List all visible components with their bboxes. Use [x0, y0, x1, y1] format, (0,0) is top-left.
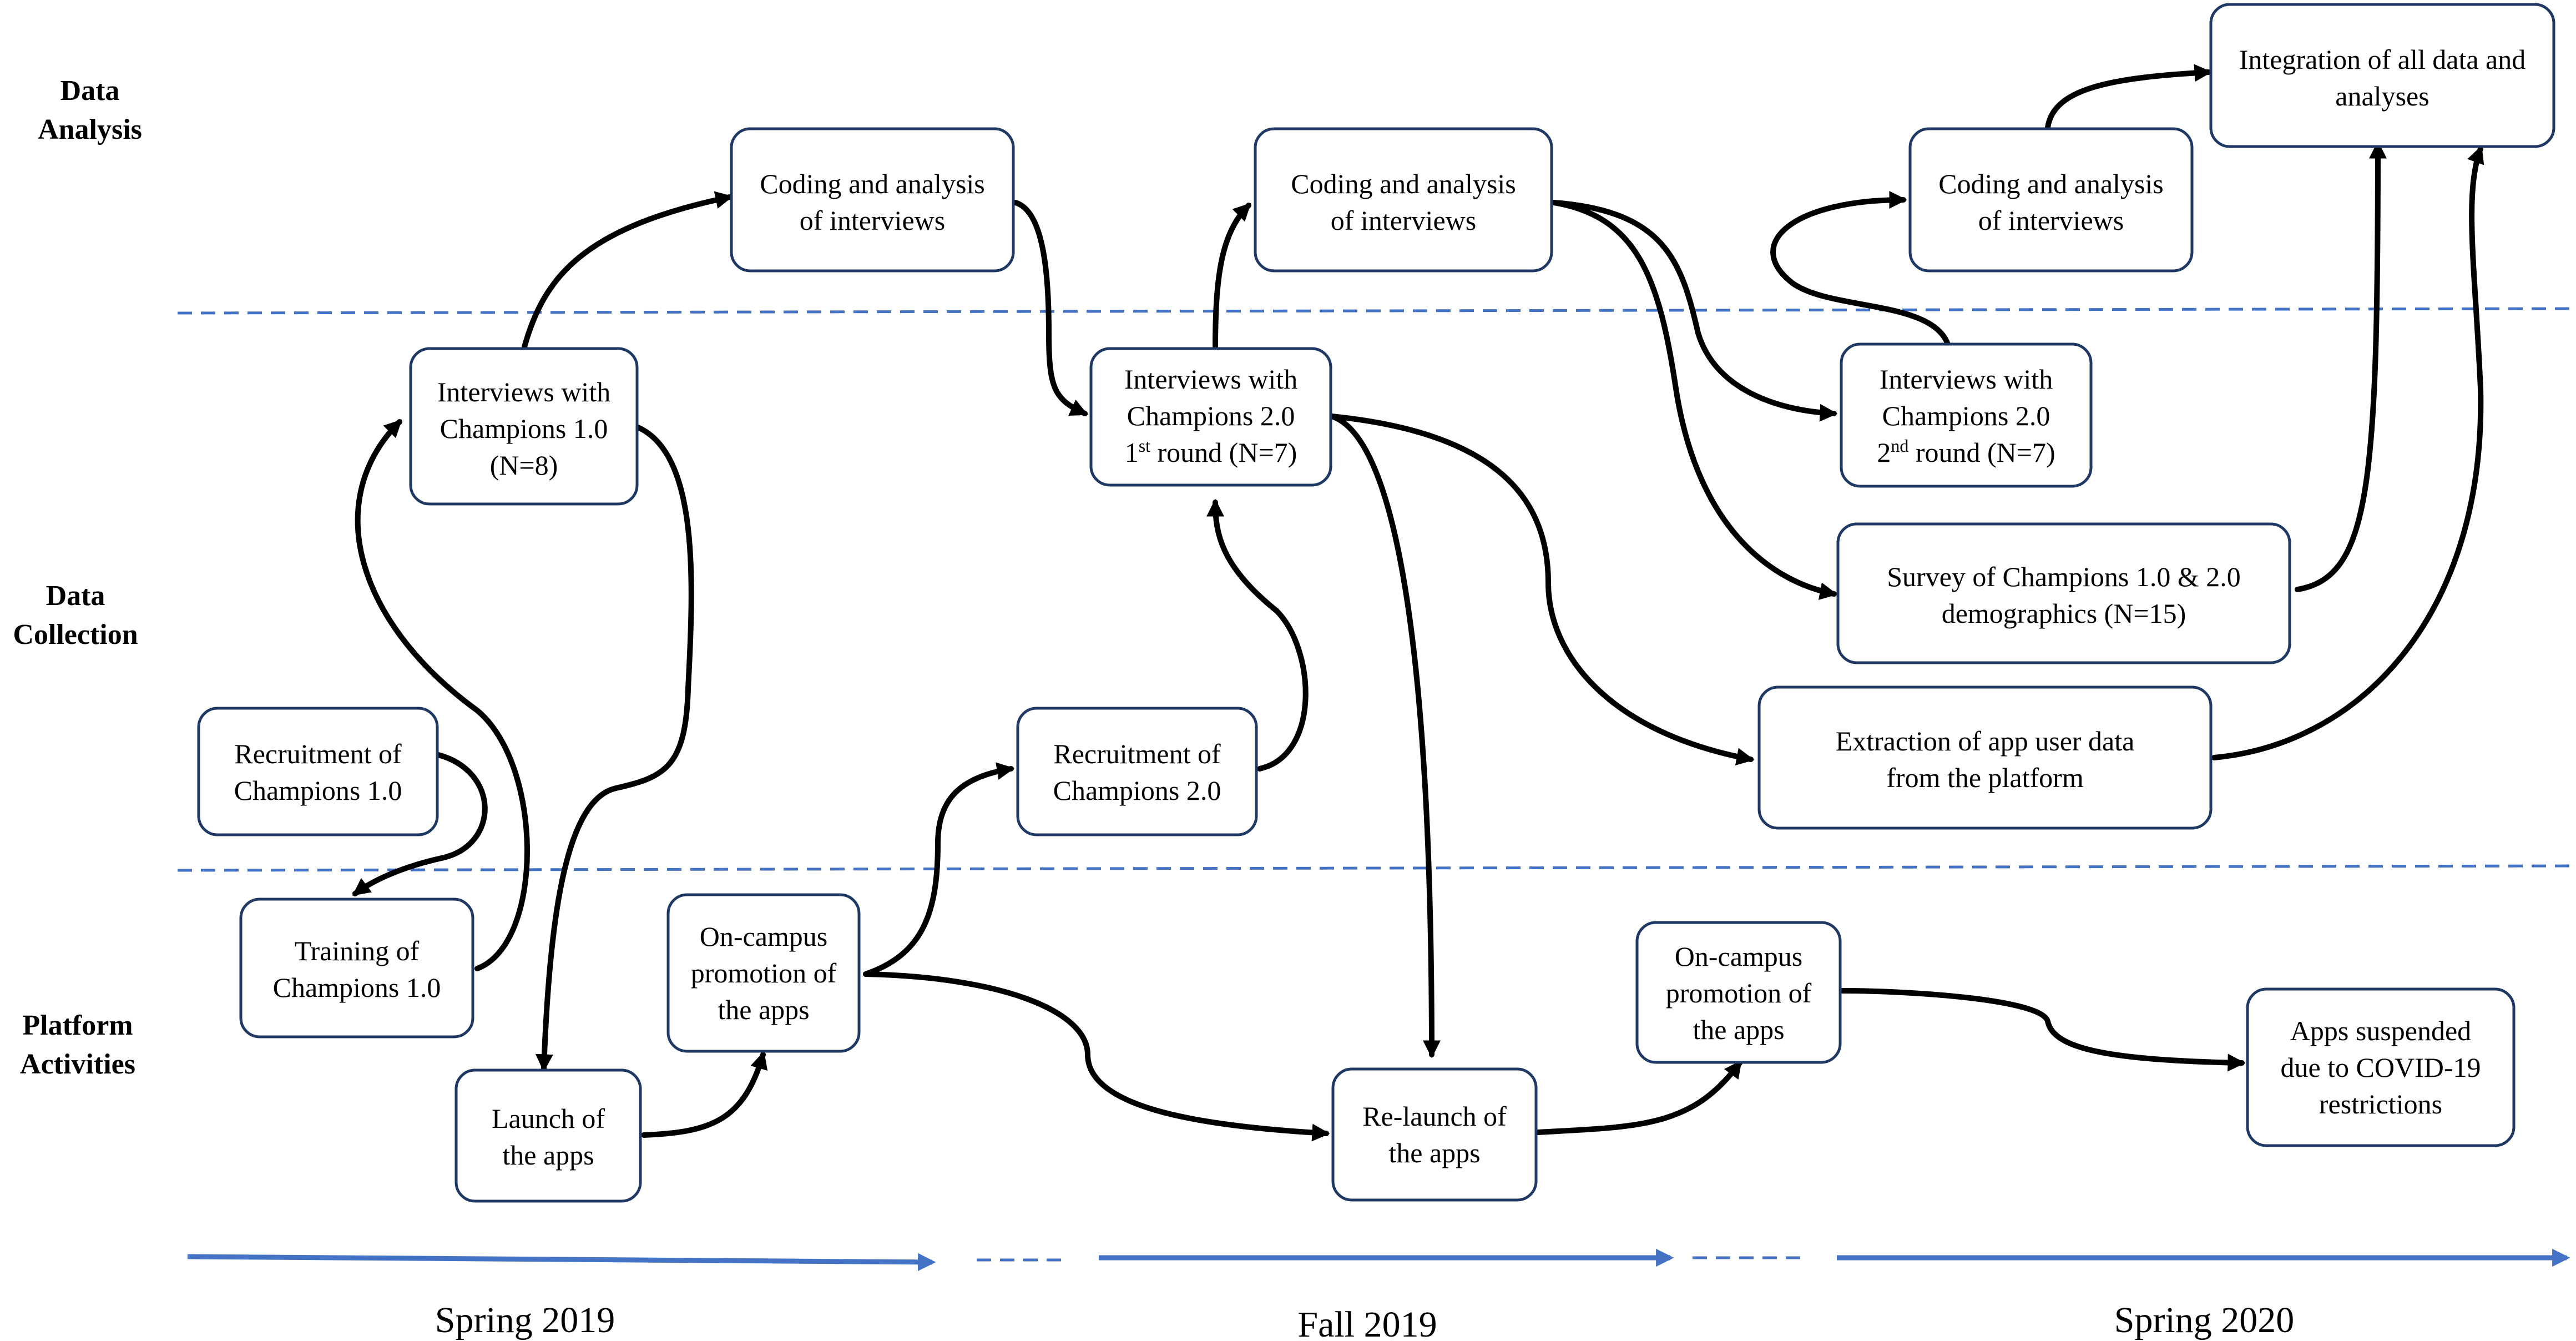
arrow-recruit1-to-training1: [352, 752, 488, 896]
arrow-interviews1-to-launch: [535, 425, 694, 1072]
arrow-promo2-to-suspended: [1840, 988, 2246, 1072]
svg-text:2nd round (N=7): 2nd round (N=7): [1877, 436, 2055, 468]
node-survey-champions: Survey of Champions 1.0 & 2.0 demographi…: [1836, 522, 2291, 664]
svg-text:analyses: analyses: [2335, 80, 2429, 112]
arrow-promo1-to-recruit2: [863, 762, 1015, 977]
divider-analysis-collection: [177, 307, 2575, 315]
arrow-training1-to-interviews1: [355, 419, 530, 971]
divider-collection-platform: [177, 864, 2575, 872]
svg-text:the apps: the apps: [1388, 1137, 1480, 1168]
svg-text:Collection: Collection: [13, 619, 138, 651]
svg-text:Interviews with: Interviews with: [1124, 364, 1297, 395]
arrow-coding2-to-interviews2b: [1551, 200, 1838, 422]
node-recruitment-champions-1: Recruitment of Champions 1.0: [197, 707, 439, 836]
svg-text:Analysis: Analysis: [38, 114, 142, 145]
svg-text:the apps: the apps: [718, 994, 809, 1025]
connectors: [352, 64, 2484, 1142]
svg-text:Champions 2.0: Champions 2.0: [1882, 400, 2050, 431]
arrow-interviews2a-to-coding2: [1213, 203, 1251, 352]
node-relaunch-apps: Re-launch of the apps: [1331, 1067, 1538, 1202]
svg-text:Champions 2.0: Champions 2.0: [1053, 775, 1221, 806]
node-interviews-champions-2-round-1: Interviews with Champions 2.0 1st round …: [1089, 347, 1332, 487]
arrow-promo1-to-relaunch: [863, 971, 1330, 1142]
arrow-interviews2a-to-extraction: [1329, 414, 1755, 765]
svg-text:of interviews: of interviews: [1331, 205, 1476, 236]
arrow-survey-to-integration: [2295, 140, 2387, 592]
node-promotion-apps-1: On-campus promotion of the apps: [666, 893, 861, 1053]
svg-text:of interviews: of interviews: [800, 205, 945, 236]
node-apps-suspended: Apps suspended due to COVID-19 restricti…: [2246, 987, 2516, 1147]
lane-label-data-collection: Data Collection: [13, 580, 138, 651]
node-coding-analysis-3: Coding and analysis of interviews: [1908, 127, 2194, 273]
svg-text:Data: Data: [46, 580, 105, 612]
svg-text:Data: Data: [60, 75, 120, 107]
svg-text:(N=8): (N=8): [490, 450, 558, 481]
svg-text:Training of: Training of: [295, 935, 420, 966]
node-interviews-champions-1: Interviews with Champions 1.0 (N=8): [409, 347, 639, 506]
svg-text:Coding and analysis: Coding and analysis: [1291, 168, 1516, 199]
arrow-coding2-to-survey: [1551, 200, 1838, 600]
svg-text:the apps: the apps: [1693, 1014, 1784, 1045]
arrow-interviews2b-to-coding3: [1770, 191, 1951, 347]
svg-text:Coding and analysis: Coding and analysis: [1938, 168, 2164, 199]
svg-text:Champions 2.0: Champions 2.0: [1127, 400, 1295, 431]
node-integration: Integration of all data and analyses: [2209, 3, 2555, 148]
svg-text:Recruitment of: Recruitment of: [234, 738, 402, 769]
period-label-fall-2019: Fall 2019: [1297, 1304, 1437, 1341]
svg-text:Interviews with: Interviews with: [1880, 364, 2053, 395]
svg-text:Recruitment of: Recruitment of: [1053, 738, 1221, 769]
svg-text:Re-launch of: Re-launch of: [1362, 1101, 1507, 1132]
svg-text:the apps: the apps: [502, 1140, 594, 1171]
svg-text:promotion of: promotion of: [691, 957, 837, 989]
svg-text:Apps suspended: Apps suspended: [2290, 1015, 2471, 1046]
lane-label-data-analysis: Data Analysis: [38, 75, 142, 145]
svg-text:Extraction of app user data: Extraction of app user data: [1836, 725, 2135, 757]
svg-text:Activities: Activities: [20, 1048, 135, 1080]
node-promotion-apps-2: On-campus promotion of the apps: [1635, 921, 1842, 1064]
svg-text:from the platform: from the platform: [1886, 762, 2084, 793]
arrow-launch-to-promo1: [641, 1051, 768, 1138]
arrow-extraction-to-integration: [2211, 145, 2484, 760]
period-label-spring-2019: Spring 2019: [435, 1300, 615, 1340]
svg-text:Platform: Platform: [22, 1010, 133, 1041]
svg-text:Champions 1.0: Champions 1.0: [234, 775, 402, 806]
node-interviews-champions-2-round-2: Interviews with Champions 2.0 2nd round …: [1840, 342, 2093, 488]
node-training-champions-1: Training of Champions 1.0: [239, 898, 474, 1038]
timeline-arrow-spring-2019: [187, 1253, 936, 1272]
svg-text:demographics (N=15): demographics (N=15): [1942, 598, 2186, 629]
svg-text:Champions 1.0: Champions 1.0: [273, 972, 441, 1003]
svg-text:Survey of Champions 1.0 & 2.0: Survey of Champions 1.0 & 2.0: [1887, 561, 2240, 592]
svg-text:of interviews: of interviews: [1978, 205, 2124, 236]
arrow-interviews1-to-coding1: [522, 191, 734, 350]
node-coding-analysis-2: Coding and analysis of interviews: [1254, 127, 1553, 273]
node-coding-analysis-1: Coding and analysis of interviews: [730, 127, 1015, 273]
node-extraction-user-data: Extraction of app user data from the pla…: [1757, 685, 2213, 830]
timeline: Spring 2019 Fall 2019 Spring 2020: [187, 1248, 2570, 1341]
arrow-relaunch-to-promo2: [1534, 1060, 1742, 1135]
svg-text:promotion of: promotion of: [1666, 977, 1812, 1009]
period-label-spring-2020: Spring 2020: [2114, 1300, 2295, 1340]
node-launch-apps: Launch of the apps: [454, 1068, 642, 1203]
svg-text:Interviews with: Interviews with: [437, 376, 610, 407]
svg-text:Champions 1.0: Champions 1.0: [440, 413, 608, 444]
arrow-interviews2a-to-relaunch: [1329, 414, 1441, 1058]
svg-text:due to COVID-19: due to COVID-19: [2280, 1052, 2481, 1083]
arrow-recruit2-to-interviews2a: [1206, 498, 1309, 772]
arrow-coding1-to-interviews2a: [1013, 200, 1088, 416]
svg-text:1st round (N=7): 1st round (N=7): [1125, 436, 1297, 468]
node-recruitment-champions-2: Recruitment of Champions 2.0: [1016, 707, 1258, 836]
svg-text:On-campus: On-campus: [700, 921, 828, 952]
svg-text:Launch of: Launch of: [492, 1103, 605, 1134]
svg-text:On-campus: On-campus: [1675, 941, 1803, 972]
svg-text:restrictions: restrictions: [2319, 1088, 2442, 1120]
svg-text:Coding and analysis: Coding and analysis: [760, 168, 985, 199]
arrow-coding3-to-integration: [2045, 64, 2213, 130]
svg-text:Integration of all data and: Integration of all data and: [2239, 44, 2526, 75]
lane-label-platform-activities: Platform Activities: [20, 1010, 135, 1080]
